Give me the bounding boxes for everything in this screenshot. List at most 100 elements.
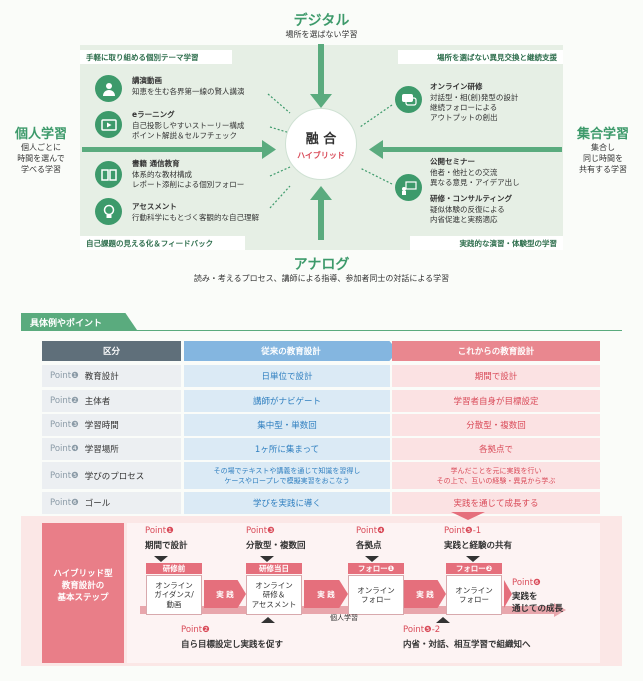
point-number: Point❷ bbox=[50, 396, 79, 406]
point3-desc: 分散型・複数回 bbox=[246, 541, 306, 551]
step-box-training: オンライン 研修＆ アセスメント bbox=[246, 575, 302, 615]
point6-label: Point❻ bbox=[512, 578, 541, 588]
individual-title: 個人学習 bbox=[14, 127, 67, 142]
left-item-2-desc: 自己投影しやすいストーリー構成 ポイント解説＆セルフチェック bbox=[132, 121, 245, 140]
row-category: 学びのプロセス bbox=[84, 471, 145, 482]
practice-arrow-4 bbox=[504, 580, 512, 608]
practice-arrow-1: 実 践 bbox=[204, 580, 246, 608]
point1-label: Point❶ bbox=[145, 526, 174, 536]
right-item-2-desc: 他者・他社との交流 異なる意見・アイデア出し bbox=[430, 168, 520, 187]
point5-2-label: Point❺-2 bbox=[403, 625, 441, 635]
group-title: 集合学習 bbox=[576, 127, 629, 142]
video-icon bbox=[95, 111, 122, 138]
step-box-follow-1: オンライン フォロー bbox=[348, 575, 404, 615]
table-header-old: 従来の教育設計 bbox=[184, 341, 398, 361]
section-title: 具体例やポイント bbox=[30, 319, 103, 329]
point1-desc: 期間で設計 bbox=[145, 541, 188, 551]
fusion-circle: 融 合 ハイブリッド bbox=[285, 108, 357, 180]
steps-side-panel bbox=[42, 523, 124, 663]
table-cell-old: 1ヶ所に集まって bbox=[184, 438, 390, 460]
row-category: ゴール bbox=[84, 499, 111, 509]
practice-arrow-2: 実 践 bbox=[304, 580, 348, 608]
section-underline bbox=[21, 330, 622, 331]
fusion-subtitle: ハイブリッド bbox=[297, 150, 345, 160]
point5-2-desc: 内省・対話、相互学習で組織知へ bbox=[403, 640, 531, 650]
digital-subtitle: 場所を選ばない学習 bbox=[285, 30, 358, 39]
individual-subtitle: 個人ごとに 時間を選んで 学べる学習 bbox=[17, 143, 65, 174]
steps-side-title: ハイブリッド型 教育設計の 基本ステップ bbox=[53, 569, 113, 603]
presenter-icon bbox=[395, 174, 422, 201]
table-header-category: 区分 bbox=[42, 341, 181, 361]
digital-title: デジタル bbox=[293, 13, 350, 29]
corner-tag-top-left: 手軽に取り組める個別テーマ学習 bbox=[80, 50, 232, 64]
table-row-label: Point❹ 学習場所 bbox=[42, 438, 181, 460]
table-cell-old: 学びを実践に導く bbox=[184, 492, 390, 514]
point-number: Point❸ bbox=[50, 420, 79, 430]
corner-tag-bottom-right: 実践的な演習・体験型の学習 bbox=[410, 236, 563, 250]
left-item-4-title: アセスメント bbox=[132, 202, 177, 211]
right-item-1-title: オンライン研修 bbox=[430, 82, 483, 91]
corner-tag-bottom-left: 自己課題の見える化＆フィードバック bbox=[80, 236, 245, 250]
left-item-3-desc: 体系的な教材構成 レポート添削による個別フォロー bbox=[132, 170, 245, 189]
row-category: 主体者 bbox=[84, 397, 111, 407]
point3-label: Point❸ bbox=[246, 526, 275, 536]
point5-1-label: Point❺-1 bbox=[444, 526, 482, 536]
phase-label-4: フォロー❷ bbox=[446, 563, 502, 574]
point4-desc: 各拠点 bbox=[356, 541, 382, 551]
table-cell-old: 集中型・単数回 bbox=[184, 414, 390, 436]
table-cell-old: 講師がナビゲート bbox=[184, 390, 390, 412]
section-tab bbox=[21, 313, 137, 330]
point2-label: Point❷ bbox=[181, 625, 210, 635]
practice-arrow-3: 実 践 bbox=[404, 580, 446, 608]
point-number: Point❹ bbox=[50, 444, 79, 454]
group-subtitle: 集合し 同じ時間を 共有する学習 bbox=[579, 143, 627, 174]
table-cell-old: 日単位で設計 bbox=[184, 365, 390, 387]
step-box-follow-2: オンライン フォロー bbox=[446, 575, 502, 615]
table-cell-old: その場でテキストや講義を通じて知識を習得し ケースやロープレで模擬実習をおこなう bbox=[184, 462, 390, 489]
table-cell-new: 期間で設計 bbox=[392, 365, 600, 387]
left-item-1-desc: 知恵を生む各界第一線の賢人講演 bbox=[132, 87, 245, 96]
table-row-label: Point❺ 学びのプロセス bbox=[42, 462, 181, 489]
analog-subtitle: 読み・考えるプロセス、講師による指導、参加者同士の対話による学習 bbox=[193, 274, 450, 283]
table-row-label: Point❻ ゴール bbox=[42, 492, 181, 514]
left-item-4-desc: 行動科学にもとづく客観的な自己理解 bbox=[132, 213, 260, 222]
point2-desc: 自ら目標設定し実践を促す bbox=[181, 640, 284, 650]
corner-tag-top-right: 場所を選ばない異見交換と継続支援 bbox=[398, 50, 563, 64]
analog-title: アナログ bbox=[293, 257, 350, 273]
step-box-guidance: オンライン ガイダンス/ 動画 bbox=[146, 575, 202, 615]
point6-desc: 実践を 通じての成長 bbox=[512, 592, 564, 614]
table-row-label: Point❷ 主体者 bbox=[42, 390, 181, 412]
phase-label-3: フォロー❶ bbox=[348, 563, 404, 574]
right-item-1-desc: 対話型・相(創)発型の設計 継続フォローによる アウトプットの創出 bbox=[430, 93, 519, 122]
chat-icon bbox=[395, 86, 422, 113]
individual-learning-label: 個人学習 bbox=[330, 614, 358, 622]
table-cell-new: 分散型・複数回 bbox=[392, 414, 600, 436]
point-number: Point❺ bbox=[50, 470, 79, 481]
phase-label-2: 研修当日 bbox=[246, 563, 302, 574]
fusion-title: 融 合 bbox=[305, 131, 337, 147]
left-item-1-title: 講演動画 bbox=[132, 76, 162, 85]
table-cell-new: 各拠点で bbox=[392, 438, 600, 460]
right-item-2-title: 公開セミナー bbox=[430, 157, 475, 166]
table-cell-new: 学習者自身が目標設定 bbox=[392, 390, 600, 412]
book-icon bbox=[95, 161, 122, 188]
right-item-3-desc: 疑似体験の反復による 内省促進と実務適応 bbox=[430, 205, 505, 224]
row-category: 学習場所 bbox=[84, 445, 119, 455]
point4-label: Point❹ bbox=[356, 526, 385, 536]
right-item-3-title: 研修・コンサルティング bbox=[430, 194, 513, 203]
point-number: Point❻ bbox=[50, 498, 79, 508]
point5-1-desc: 実践と経験の共有 bbox=[444, 541, 513, 551]
table-cell-new: 実践を通じて成長する bbox=[392, 492, 600, 514]
table-cell-new: 学んだことを元に実践を行い その上で、互いの経験・異見から学ぶ bbox=[392, 462, 600, 489]
point-number: Point❶ bbox=[50, 371, 79, 381]
lecturer-icon bbox=[95, 75, 122, 102]
table-header-new: これからの教育設計 bbox=[392, 341, 600, 361]
phase-label-1: 研修前 bbox=[146, 563, 202, 574]
left-item-2-title: eラーニング bbox=[132, 110, 175, 119]
left-item-3-title: 書籍 通信教育 bbox=[132, 159, 180, 168]
diagram-arrows bbox=[82, 44, 562, 240]
bulb-icon bbox=[95, 198, 122, 225]
